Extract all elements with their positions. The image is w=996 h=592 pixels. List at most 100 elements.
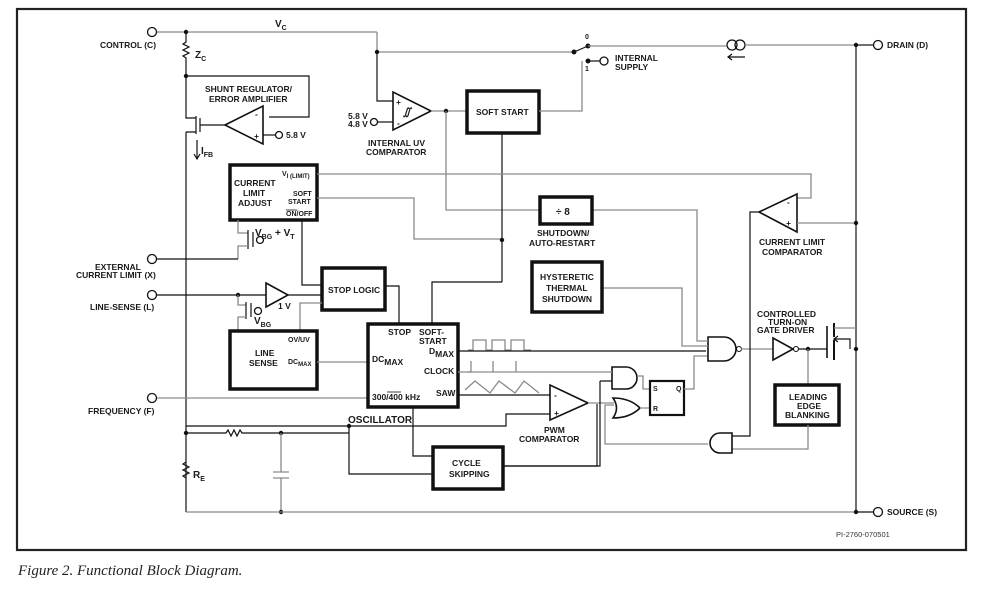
ifb-label: IFB: [201, 146, 213, 159]
svg-text:ON/OFF: ON/OFF: [286, 211, 313, 218]
svg-text:CURRENT: CURRENT: [234, 178, 276, 188]
svg-text:1: 1: [585, 66, 589, 73]
svg-text:OV/UV: OV/UV: [288, 337, 310, 344]
1v-label: 1 V: [278, 301, 291, 311]
svg-text:VBG: VBG: [254, 316, 272, 329]
timing-capacitor-icon: [273, 433, 289, 512]
line-sense-pin[interactable]: [146, 289, 158, 301]
vc-rail: [157, 29, 574, 55]
svg-text:STOP: STOP: [388, 327, 411, 337]
frequency-pin[interactable]: [146, 392, 158, 404]
source-pin-label: SOURCE (S): [887, 507, 937, 517]
svg-text:LEADING: LEADING: [789, 392, 828, 402]
re-label: RE: [193, 470, 205, 483]
svg-text:300/400 kHz: 300/400 kHz: [372, 392, 420, 402]
drain-pin-label: DRAIN (D): [887, 40, 928, 50]
svg-text:SOFT START: SOFT START: [476, 107, 530, 117]
line-sense-pin-label: LINE-SENSE (L): [90, 302, 154, 312]
ifb-arrow-icon: [193, 140, 201, 161]
source-pin[interactable]: [872, 506, 884, 518]
sr-latch: S R Q: [648, 379, 686, 417]
svg-text:ERROR AMPLIFIER: ERROR AMPLIFIER: [209, 94, 288, 104]
internal-uv-comparator: + - ∬ 5.8 V 4.8 V INTERNAL UV COMPARATOR: [348, 52, 433, 157]
internal-supply-switch: 0 1 INTERNAL SUPPLY: [571, 34, 658, 73]
svg-text:-: -: [255, 109, 258, 119]
svg-text:S: S: [653, 386, 658, 393]
line-sense-fet: VBG: [237, 295, 272, 331]
svg-text:BLANKING: BLANKING: [785, 410, 830, 420]
svg-text:DMAX: DMAX: [429, 346, 454, 359]
external-current-limit-pin[interactable]: [146, 253, 158, 265]
gate-driver: CONTROLLED TURN-ON GATE DRIVER: [757, 309, 816, 362]
svg-text:GATE DRIVER: GATE DRIVER: [757, 325, 814, 335]
re-resistor-icon: [181, 461, 191, 479]
shutdown-auto-restart-block: ÷ 8 SHUTDOWN/ AUTO-RESTART: [529, 195, 596, 248]
and-gate-blanking: [709, 432, 733, 454]
svg-text:VI (LIMIT): VI (LIMIT): [282, 171, 310, 180]
control-pin-label: CONTROL (C): [100, 40, 156, 50]
svg-text:+: +: [254, 131, 259, 141]
frequency-pin-label: FREQUENCY (F): [88, 406, 155, 416]
svg-text:Q: Q: [676, 386, 682, 393]
error-amplifier-icon: [223, 104, 264, 146]
svg-text:SAW: SAW: [436, 388, 456, 398]
zc-label: ZC: [195, 50, 206, 63]
svg-text:PWM: PWM: [544, 425, 565, 435]
part-id: PI-2760-070501: [836, 530, 890, 539]
svg-text:COMPARATOR: COMPARATOR: [366, 147, 426, 157]
current-source-icon: [726, 39, 746, 61]
oscillator-label: OSCILLATOR: [348, 415, 413, 426]
thermal-shutdown-block: HYSTERETIC THERMAL SHUTDOWN: [530, 260, 604, 314]
svg-text:STOP LOGIC: STOP LOGIC: [328, 285, 380, 295]
svg-text:EDGE: EDGE: [797, 401, 821, 411]
svg-text:5.8 V: 5.8 V: [286, 130, 306, 140]
svg-text:+: +: [786, 218, 791, 228]
svg-text:INTERNAL UV: INTERNAL UV: [368, 138, 425, 148]
svg-text:SOFT: SOFT: [293, 191, 312, 198]
external-current-limit-label-1: EXTERNAL: [95, 262, 141, 272]
svg-text:SHUTDOWN: SHUTDOWN: [542, 294, 592, 304]
svg-text:ADJUST: ADJUST: [238, 198, 273, 208]
svg-text:COMPARATOR: COMPARATOR: [519, 434, 579, 444]
svg-text:CURRENT LIMIT: CURRENT LIMIT: [759, 237, 826, 247]
power-mosfet-icon: [826, 323, 859, 360]
soft-start-block: SOFT START: [465, 89, 541, 135]
svg-text:+: +: [396, 97, 401, 107]
svg-text:5.8 V: 5.8 V: [348, 111, 368, 121]
svg-text:HYSTERETIC: HYSTERETIC: [540, 272, 594, 282]
svg-text:START: START: [288, 199, 312, 206]
current-limit-adjust-block: CURRENT LIMIT ADJUST VI (LIMIT) SOFT STA…: [228, 163, 319, 222]
zc-resistor-icon: [181, 32, 191, 76]
oscillator-block: STOP SOFT- START DCMAX DMAX CLOCK SAW 30…: [366, 322, 460, 409]
svg-text:CYCLE: CYCLE: [452, 458, 481, 468]
svg-text:SKIPPING: SKIPPING: [449, 469, 490, 479]
shunt-regulator: SHUNT REGULATOR/ ERROR AMPLIFIER - + 5.8…: [185, 75, 310, 146]
line-sense-buffer-icon: [265, 281, 290, 309]
svg-text:DCMAX: DCMAX: [288, 359, 311, 368]
svg-text:AUTO-RESTART: AUTO-RESTART: [529, 238, 596, 248]
control-pin[interactable]: [146, 26, 158, 38]
and-gate-set: [611, 366, 638, 390]
svg-text:SUPPLY: SUPPLY: [615, 62, 649, 72]
svg-text:TURN-ON: TURN-ON: [768, 317, 807, 327]
cycle-skipping-block: CYCLE SKIPPING: [431, 445, 505, 491]
saw-waveform-icon: [464, 380, 540, 394]
dmax-waveform-icon: [468, 339, 531, 351]
svg-text:SOFT-: SOFT-: [419, 327, 444, 337]
current-limit-comparator: - + CURRENT LIMIT COMPARATOR: [757, 192, 826, 257]
hysteresis-icon: ∬: [403, 107, 413, 118]
svg-text:-: -: [554, 390, 557, 400]
svg-text:-: -: [787, 197, 790, 207]
svg-text:4.8 V: 4.8 V: [348, 119, 368, 129]
svg-text:VBG + VT: VBG + VT: [255, 228, 295, 241]
external-current-limit-fet: VBG + VT: [237, 220, 295, 259]
leading-edge-blanking-block: LEADING EDGE BLANKING: [773, 383, 841, 427]
external-current-limit-label-2: CURRENT LIMIT (X): [76, 270, 156, 280]
svg-text:DCMAX: DCMAX: [372, 354, 404, 367]
svg-text:LINE: LINE: [255, 348, 275, 358]
svg-text:+: +: [554, 408, 559, 418]
svg-text:LIMIT: LIMIT: [243, 188, 266, 198]
drain-pin[interactable]: [872, 39, 884, 51]
svg-text:SENSE: SENSE: [249, 358, 278, 368]
svg-text:÷ 8: ÷ 8: [556, 207, 570, 218]
